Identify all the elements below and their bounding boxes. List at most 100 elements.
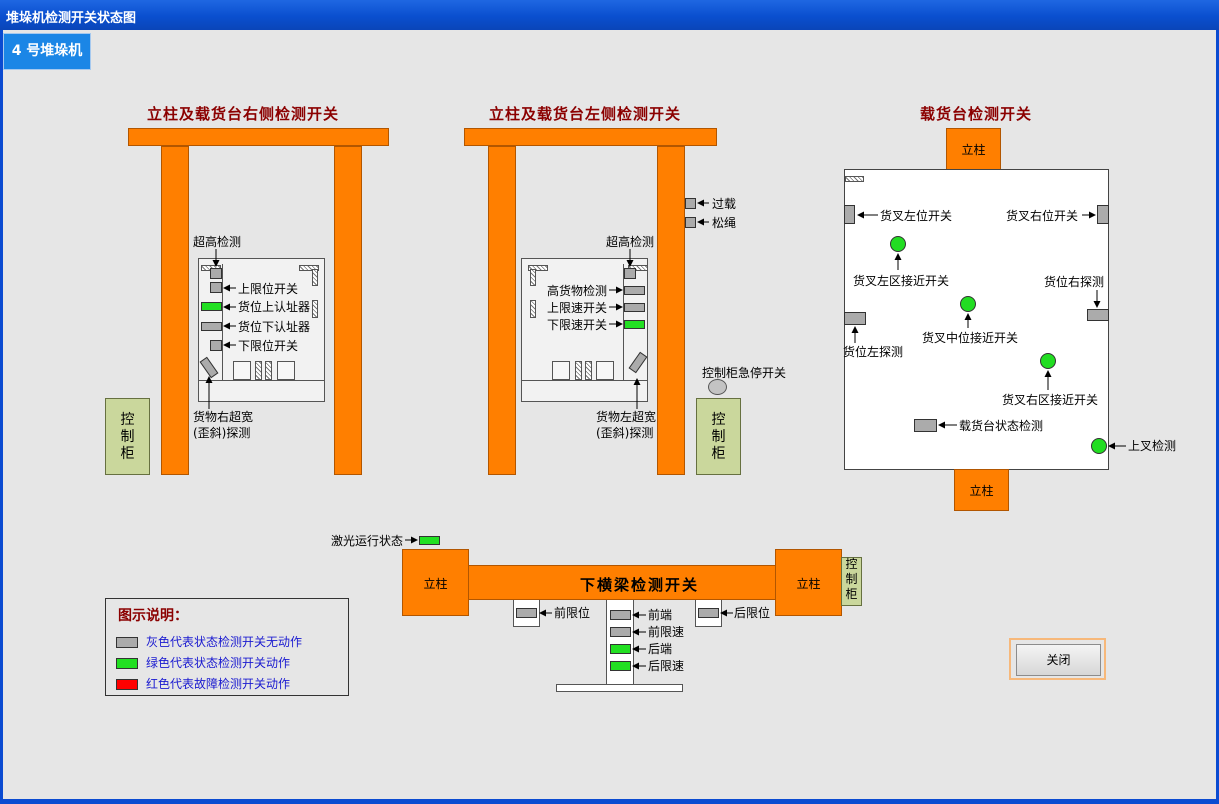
right-wide-label-2: (歪斜)探测 [193,426,251,440]
estop-label: 控制柜急停开关 [702,366,787,380]
right-cabinet-label: 控 制 柜 [120,412,135,462]
right-pillar-left [161,146,189,475]
platform-status-switch [914,419,937,432]
right-lower-limit-switch [210,340,222,351]
platform-pillar-top-label: 立柱 [961,143,986,157]
legend-gray-label: 灰色代表状态检测开关无动作 [146,635,303,649]
title-bar: 堆垛机检测开关状态图 [0,0,1219,30]
front-limit-switch [516,608,537,618]
left-carriage-floor [521,380,648,381]
fork-left-label: 货叉左位开关 [880,209,953,223]
slot-right-switch [1087,309,1109,321]
platform-pillar-bottom-label: 立柱 [969,484,994,498]
fork-left-switch [844,205,855,224]
right-control-cabinet [105,398,150,475]
overload-label: 过载 [712,197,737,211]
left-pillar-left [488,146,516,475]
left-wide-label-2: (歪斜)探测 [596,426,654,440]
fork-right-label: 货叉右位开关 [1006,209,1079,223]
upper-fork-label: 上叉检测 [1128,439,1177,453]
lower-beam-title: 下横梁检测开关 [580,576,700,594]
right-wide-label-1: 货物右超宽 [193,410,254,424]
lower-speed-switch [624,320,645,329]
fork-mid-dot [960,296,976,312]
left-cabinet-label: 控 制 柜 [711,412,726,462]
slot-left-switch [844,312,866,325]
upper-fork-dot [1091,438,1107,454]
rear-end-switch [610,644,631,654]
rear-limit-switch [698,608,719,618]
right-cargo-upper-label: 货位上认址器 [238,300,311,314]
rear-speed-switch [610,661,631,671]
legend-gray-swatch [116,637,138,648]
right-panel-title: 立柱及载货台右侧检测开关 [147,105,340,123]
lower-speed-label: 下限速开关 [547,318,608,332]
platform-pillar-bottom [954,469,1009,511]
right-guide-rail-mid [312,300,318,318]
right-cargo-hatch-2 [265,361,272,380]
slack-rope-label: 松绳 [712,216,737,230]
right-over-height-switch [210,268,222,279]
right-carriage-guide-right [299,265,319,271]
left-top-beam [464,128,717,146]
right-cargo-hatch-1 [255,361,262,380]
beam-pillar-left-label: 立柱 [423,577,448,591]
right-pillar-right [334,146,362,475]
legend-red-swatch [116,679,138,690]
platform-body [844,169,1109,470]
slot-left-label: 货位左探测 [843,345,904,359]
left-carriage [521,258,648,402]
right-over-height-label: 超高检测 [193,235,242,249]
left-carriage-divider [623,264,624,380]
lower-beam [468,565,776,600]
front-speed-switch [610,627,631,637]
overload-switch [685,198,696,209]
tab-stacker-4[interactable]: 4 号堆垛机 [3,33,91,70]
platform-status-label: 载货台状态检测 [959,419,1044,433]
left-panel-title: 立柱及载货台左侧检测开关 [489,105,682,123]
platform-pillar-top [946,128,1001,170]
estop-button-icon [708,379,727,395]
window-border-left [0,30,3,800]
legend-title: 图示说明： [118,608,188,624]
right-cargo-box-2 [277,361,295,380]
window-border-bottom [0,799,1219,804]
right-lower-limit-label: 下限位开关 [238,339,299,353]
close-button[interactable]: 关闭 [1016,644,1101,676]
upper-speed-switch [624,303,645,312]
beam-pillar-right-label: 立柱 [796,577,821,591]
beam-pillar-right [775,549,842,616]
legend: 图示说明： 灰色代表状态检测开关无动作 绿色代表状态检测开关动作 红色代表故障检… [105,598,349,696]
legend-row-green: 绿色代表状态检测开关动作 [116,654,290,671]
legend-row-red: 红色代表故障检测开关动作 [116,675,290,692]
fork-right-zone-label: 货叉右区接近开关 [1002,393,1099,407]
window-title: 堆垛机检测开关状态图 [6,11,137,26]
left-pillar-right [657,146,685,475]
right-cargo-lower-switch [201,322,222,331]
right-cargo-upper-switch [201,302,222,311]
left-cargo-hatch-2 [585,361,592,380]
right-carriage-divider [222,264,223,380]
beam-support-base [556,684,683,692]
laser-switch [419,536,440,545]
beam-pillar-left [402,549,469,616]
right-top-beam [128,128,389,146]
front-limit-label: 前限位 [554,606,591,620]
high-cargo-switch [624,286,645,295]
legend-green-label: 绿色代表状态检测开关动作 [146,656,291,670]
right-carriage-floor [198,380,325,381]
legend-row-gray: 灰色代表状态检测开关无动作 [116,633,302,650]
platform-guide [845,176,864,182]
legend-green-swatch [116,658,138,669]
rear-speed-label: 后限速 [648,659,685,673]
right-upper-limit-label: 上限位开关 [238,282,299,296]
rear-end-label: 后端 [648,642,673,656]
front-end-switch [610,610,631,620]
fork-left-zone-label: 货叉左区接近开关 [853,274,950,288]
slack-rope-switch [685,217,696,228]
fork-right-zone-dot [1040,353,1056,369]
high-cargo-label: 高货物检测 [547,284,608,298]
left-cargo-hatch-1 [575,361,582,380]
close-button-frame: 关闭 [1009,638,1106,680]
